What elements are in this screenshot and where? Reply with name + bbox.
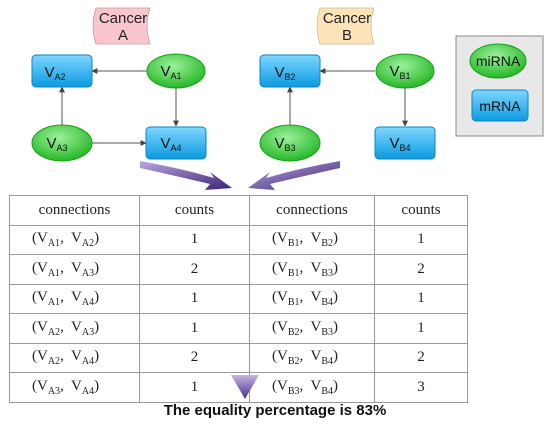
count-a-cell: 1: [139, 372, 250, 403]
connection-b-cell: (VB3, VB4): [249, 372, 375, 403]
edges-a: [59, 68, 179, 146]
count-b-cell: 1: [374, 283, 468, 314]
svg-text:VB4: VB4: [389, 135, 410, 153]
legend: miRNA mRNA: [455, 35, 544, 137]
connection-a-cell: (VA2, VA4): [9, 342, 140, 373]
node-va2: VA2: [31, 54, 93, 88]
legend-mirna-label: miRNA: [476, 53, 521, 69]
connection-b-cell: (VB2, VB3): [249, 313, 375, 344]
node-va3: VA3: [31, 124, 93, 162]
header-connections-a: connections: [9, 195, 140, 226]
count-a-cell: 2: [139, 342, 250, 373]
table-row: (VA1, VA2)1(VB1, VB2)1: [9, 224, 468, 255]
cancer-a-line2: A: [118, 27, 128, 44]
table-header-row: connections counts connections counts: [9, 195, 468, 226]
table-row: (VA1, VA3)2(VB1, VB3)2: [9, 254, 468, 285]
count-b-cell: 2: [374, 254, 468, 285]
table-row: (VA2, VA4)2(VB2, VB4)2: [9, 342, 468, 373]
svg-text:VA1: VA1: [160, 63, 181, 81]
legend-mrna-swatch: [471, 89, 529, 122]
svg-text:VA3: VA3: [46, 135, 67, 153]
svg-text:VB2: VB2: [274, 64, 295, 82]
legend-mrna-label: mRNA: [479, 98, 521, 114]
count-a-cell: 1: [139, 224, 250, 255]
legend-mirna-swatch: [469, 43, 527, 79]
count-b-cell: 1: [374, 224, 468, 255]
table-row: (VA1, VA4)1(VB1, VB4)1: [9, 283, 468, 314]
cancer-b-line2: B: [342, 27, 352, 44]
count-b-cell: 2: [374, 342, 468, 373]
connection-counts-table: connections counts connections counts (V…: [9, 195, 468, 403]
count-b-cell: 1: [374, 313, 468, 344]
curved-arrow-right: [248, 161, 340, 190]
connection-a-cell: (VA1, VA4): [9, 283, 140, 314]
connection-b-cell: (VB2, VB4): [249, 342, 375, 373]
connection-b-cell: (VB1, VB4): [249, 283, 375, 314]
svg-text:VA2: VA2: [44, 64, 65, 82]
connection-a-cell: (VA1, VA3): [9, 254, 140, 285]
connection-b-cell: (VB1, VB3): [249, 254, 375, 285]
node-vb2: VB2: [259, 54, 321, 88]
node-va4: VA4: [145, 126, 207, 160]
down-arrow-icon: [231, 375, 259, 399]
connection-a-cell: (VA3, VA4): [9, 372, 140, 403]
cancer-a-label: Cancer A: [92, 7, 151, 45]
header-counts-a: counts: [139, 195, 250, 226]
connection-b-cell: (VB1, VB2): [249, 224, 375, 255]
table-row: (VA3, VA4)1(VB3, VB4)3: [9, 372, 468, 403]
svg-text:VB3: VB3: [274, 135, 295, 153]
node-vb3: VB3: [259, 124, 321, 162]
equality-result: The equality percentage is 83%: [163, 402, 387, 419]
network-diagram: Cancer A Cancer B VA2 VA1 VA3 VA4 VB2: [31, 7, 544, 190]
node-va1: VA1: [146, 53, 206, 89]
cancer-a-line1: Cancer: [99, 10, 147, 27]
count-a-cell: 1: [139, 313, 250, 344]
table-row: (VA2, VA3)1(VB2, VB3)1: [9, 313, 468, 344]
connection-a-cell: (VA1, VA2): [9, 224, 140, 255]
edges-b: [287, 68, 408, 127]
connection-a-cell: (VA2, VA3): [9, 313, 140, 344]
node-vb4: VB4: [374, 126, 436, 160]
count-a-cell: 1: [139, 283, 250, 314]
cancer-b-label: Cancer B: [316, 7, 375, 45]
count-b-cell: 3: [374, 372, 468, 403]
header-connections-b: connections: [249, 195, 375, 226]
svg-text:VA4: VA4: [160, 135, 181, 153]
svg-text:VB1: VB1: [389, 63, 410, 81]
curved-arrow-left: [140, 161, 232, 190]
count-a-cell: 2: [139, 254, 250, 285]
header-counts-b: counts: [374, 195, 468, 226]
cancer-b-line1: Cancer: [323, 10, 371, 27]
node-vb1: VB1: [375, 53, 435, 89]
